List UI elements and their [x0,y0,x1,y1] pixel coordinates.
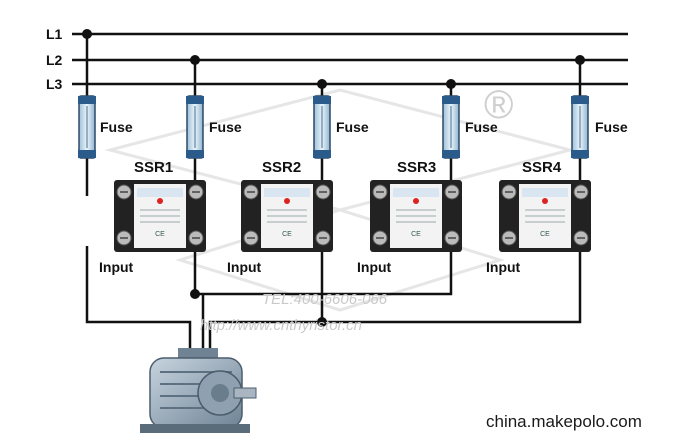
motor-icon [140,348,257,433]
watermark-tel: TEL:400-6606-066 [262,291,388,308]
ssr3-input-label: Input [357,259,392,275]
fuse-3 [312,95,332,159]
ssr1-module [113,179,207,253]
ssr2-module [240,179,334,253]
label-l3: L3 [46,76,63,92]
ssr2-label: SSR2 [262,159,301,176]
fuse-label: Fuse [595,119,628,135]
ssr1-input-label: Input [99,259,134,275]
ssr3-module [369,179,463,253]
fuse-label: Fuse [100,119,133,135]
fuse-4 [441,95,461,159]
fuse-label: Fuse [336,119,369,135]
ssr1-label: SSR1 [134,159,173,176]
fuse-label: Fuse [465,119,498,135]
fuse-label: Fuse [209,119,242,135]
label-l1: L1 [46,26,63,42]
site-footer: china.makepolo.com [486,412,642,431]
ssr4-module [498,179,592,253]
fuse-1 [77,95,97,159]
fuse-5 [570,95,590,159]
ssr3-label: SSR3 [397,159,436,176]
label-l2: L2 [46,52,63,68]
fuse-2 [185,95,205,159]
registered-mark: ® [484,83,513,127]
watermark-url: http://www.cnthyristor.cn [200,317,362,334]
bus-lines [72,32,628,86]
ssr4-label: SSR4 [522,159,562,176]
ssr2-input-label: Input [227,259,262,275]
junction-dots [82,29,585,327]
ssr4-input-label: Input [486,259,521,275]
